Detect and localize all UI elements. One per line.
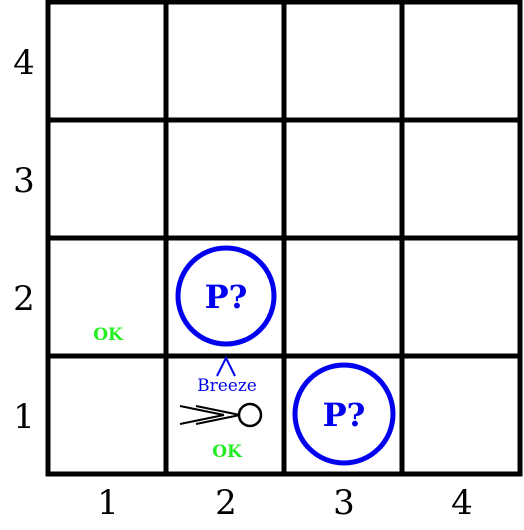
col-label-3: 3 bbox=[333, 483, 355, 523]
agent-arrow-icon bbox=[179, 402, 263, 428]
grid bbox=[45, 0, 523, 477]
ok-marker-2-1: OK bbox=[212, 442, 243, 462]
row-label-4: 4 bbox=[13, 43, 35, 83]
pit-suspect-2-2: P? bbox=[175, 245, 277, 347]
row-label-1: 1 bbox=[13, 397, 35, 437]
breeze-label: Breeze bbox=[197, 376, 257, 396]
col-label-1: 1 bbox=[97, 483, 119, 523]
pit-suspect-3-1: P? bbox=[292, 362, 396, 466]
breeze-arrow-icon bbox=[216, 355, 236, 377]
pit-circle-icon bbox=[292, 362, 396, 466]
pit-label: P? bbox=[205, 278, 248, 316]
row-label-2: 2 bbox=[13, 279, 35, 319]
row-label-3: 3 bbox=[13, 161, 35, 201]
col-label-4: 4 bbox=[451, 483, 473, 523]
breeze-indicator-2-1: Breeze bbox=[197, 355, 257, 396]
col-label-2: 2 bbox=[215, 483, 237, 523]
pit-circle-icon bbox=[175, 245, 277, 347]
ok-marker-1-2: OK bbox=[93, 325, 124, 345]
pit-label: P? bbox=[323, 396, 366, 434]
